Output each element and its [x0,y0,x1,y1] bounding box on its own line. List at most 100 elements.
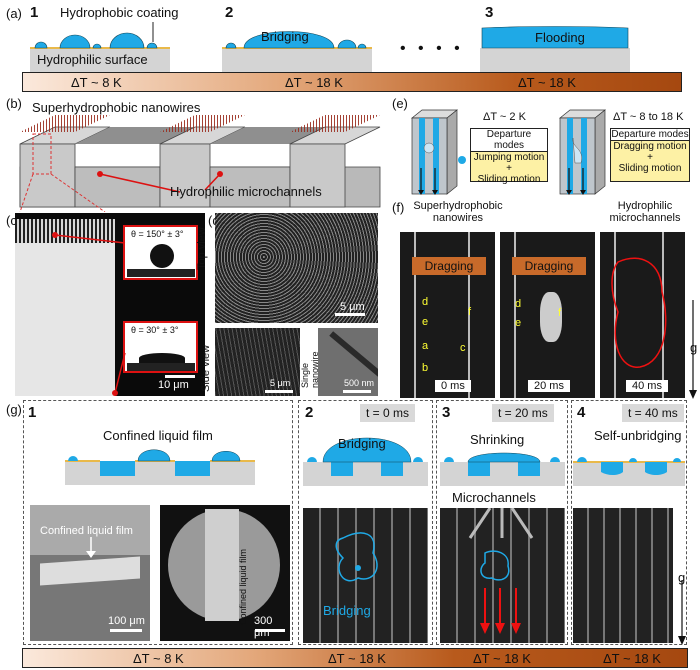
f-letter2-e: e [515,317,522,329]
g-fluorescence: Confined liquid film 300 μm [160,505,290,641]
c-scale-label: 10 μm [158,379,189,391]
d-scale3: 500 nm [344,378,375,388]
g-shrink-overlay [468,508,534,634]
g-sem-confined: Confined liquid film 100 μm [30,505,150,641]
f-dragging1: Dragging [412,257,486,275]
e-modes-box1: Departure modes Jumping motion + Sliding… [470,128,548,185]
e-mode2c: Sliding motion [618,163,682,174]
e-dt1: ΔT ~ 2 K [483,111,526,123]
g-stage-3: 3 [442,404,451,421]
c-theta-30: θ = 30° ± 3° [131,325,179,335]
a-stage-2: 2 [225,4,234,21]
c-top-dark [15,213,205,219]
panel-a-label: (a) [6,6,22,21]
d-side-image: 5 μm [215,328,300,396]
c-theta-150: θ = 150° ± 3° [131,229,184,239]
f-red-outline [611,257,667,368]
f-gravity-label: g [690,340,698,355]
f-letter-a: a [422,340,429,352]
f-dragging2: Dragging [512,257,586,275]
b-microchannels-label: Hydrophilic microchannels [170,184,322,199]
d-scale1: 5 μm [340,301,365,313]
g-unbridge-diagram [573,457,685,486]
d-scalebar3 [343,390,371,393]
g-confined-title: Confined liquid film [103,428,213,443]
f-nanowires-label: Superhydrophobic nanowires [413,200,503,224]
e-dt2: ΔT ~ 8 to 18 K [613,111,684,123]
f-frame-0ms: Dragging d e f a c b 0 ms [400,232,495,398]
d-single-nanowire: Single nanowire [300,351,320,388]
g-t0: t = 0 ms [360,404,416,422]
bottom-bar-t2: ΔT ~ 18 K [328,650,386,666]
b-microchannel-diagram [19,115,381,212]
g-bridging-label: Bridging [338,436,386,451]
e-mode1c: Sliding motion [477,174,541,185]
g-sem-film [40,556,140,586]
g-scale1: 100 μm [108,615,145,627]
e-modes-box2: Departure modes Dragging motion + Slidin… [610,128,690,182]
panel-e-label: (e) [392,96,408,111]
panel-b-label: (b) [6,96,22,111]
bottom-bar-t4: ΔT ~ 18 K [603,650,661,666]
panel-f-label: (f) [392,200,405,215]
a-stage-3: 3 [485,4,494,21]
g-box-2 [298,400,433,645]
a-bar-t2: ΔT ~ 18 K [285,74,343,90]
a-flooding-label: Flooding [535,30,585,45]
f-letter-d: d [422,296,429,308]
g-bridge-outline [335,532,378,582]
f-frame-40ms: 40 ms [600,232,685,398]
c-sem-image: θ = 150° ± 3° θ = 30° ± 3° 10 μm [15,213,205,396]
bottom-bar-t1: ΔT ~ 8 K [133,650,184,666]
g-bridging-diagram [303,437,428,486]
g-bridging-img-label: Bridging [323,603,371,618]
b-nanowires-label: Superhydrophobic nanowires [32,100,201,115]
g-stage-4: 4 [577,404,586,421]
g-microchannels-label: Microchannels [452,490,536,505]
d-scalebar1 [335,313,365,316]
g-confined-vertical: Confined liquid film [238,548,248,625]
e-mode2a: Dragging motion [613,141,687,152]
c-pointers [52,232,126,396]
d-top-view: Top view [196,227,208,270]
a-bar-t3: ΔT ~ 18 K [518,74,576,90]
g-sem-top [30,505,150,555]
g-stage-1: 1 [28,404,37,421]
e-mode1a: Jumping motion [473,152,545,163]
g-confined-arrow [86,537,96,558]
bottom-temperature-bar: ΔT ~ 8 K ΔT ~ 18 K ΔT ~ 18 K ΔT ~ 18 K [22,648,688,668]
a-hydrophobic-coating: Hydrophobic coating [60,5,179,20]
c-droplet-sphere [150,244,174,268]
g-gravity-label: g [678,570,686,585]
a-stage3-diagram [480,26,630,74]
a-stage-1: 1 [30,4,39,21]
a-bridging-label: Bridging [261,29,309,44]
g-self-unbridging: Self-unbridging [594,428,682,443]
g-frame-3 [440,508,565,643]
c-inset-top: θ = 150° ± 3° [123,225,198,280]
f-time-0: 0 ms [435,380,471,392]
e-modes-title2: Departure modes [611,129,689,141]
g-frame-2: Bridging [303,508,428,643]
f-line [514,232,516,398]
f-time-40: 40 ms [626,380,668,392]
c-surface-line2 [127,363,195,371]
a-dots: • • • • [400,40,464,57]
e-channel-sketch1 [411,109,466,195]
d-side-view: Side view [200,344,212,392]
c-scalebar [165,375,195,378]
f-bridge-blob [540,292,562,342]
f-letter-f: f [468,306,472,318]
f-letter2-f: f [558,307,562,319]
f-line [614,232,616,398]
g-shrinking-label: Shrinking [470,432,525,447]
g-fluor-channel [205,509,239,621]
d-single-image: 500 nm [318,328,378,396]
g-box-1 [23,400,293,645]
d-scale2: 5 μm [270,378,291,388]
c-inset-bottom: θ = 30° ± 3° [123,321,198,373]
d-top-image: 5 μm [215,213,378,323]
g-scalebar2 [255,629,285,632]
f-time-20: 20 ms [528,380,570,392]
f-letter-c: c [460,342,466,354]
